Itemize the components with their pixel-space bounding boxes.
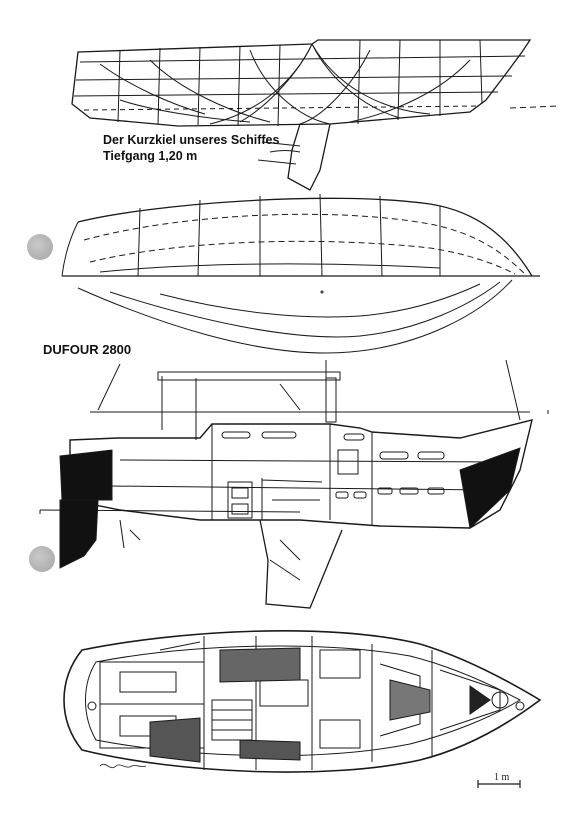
side-profile-view	[39, 359, 549, 609]
scale-bar-label: 1 m	[494, 772, 510, 783]
model-name-heading: DUFOUR 2800	[43, 342, 132, 357]
keel-caption-line1: Der Kurzkiel unseres Schiffes	[103, 133, 280, 147]
deck-layout-plan	[63, 630, 542, 788]
punch-hole-bottom	[29, 546, 55, 572]
punch-hole-top	[27, 234, 53, 260]
keel-caption-line2: Tiefgang 1,20 m	[103, 149, 198, 163]
profile-lines-view	[71, 39, 561, 191]
half-breadth-view	[61, 193, 540, 354]
